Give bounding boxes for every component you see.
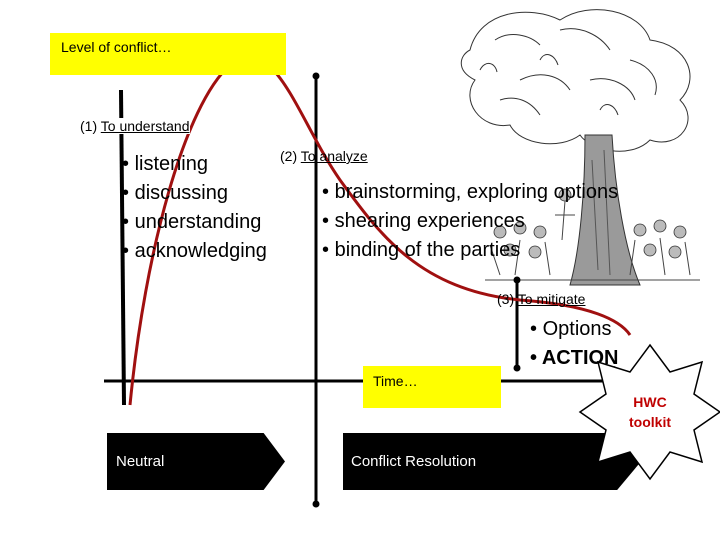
toolkit-label: toolkit [600,412,700,432]
hwc-toolkit-text: HWC toolkit [600,392,700,432]
hwc-label: HWC [600,392,700,412]
